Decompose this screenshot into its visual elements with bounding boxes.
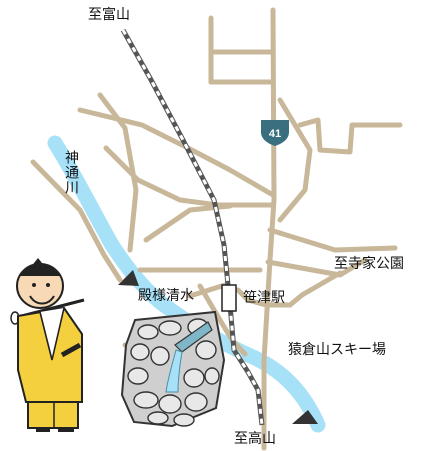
- samurai-illustration: [10, 258, 85, 432]
- stone-spring-illustration[interactable]: [120, 310, 226, 428]
- label-to-toyama: 至富山: [88, 7, 130, 23]
- label-jinzu-river: 神通川: [63, 150, 79, 195]
- label-sarukurayama-ski-area: 猿倉山スキー場: [288, 342, 386, 358]
- label-to-takayama: 至高山: [234, 431, 276, 447]
- label-tonosama-shimizu: 殿様清水: [138, 288, 194, 304]
- road-network: [30, 7, 403, 451]
- river-end-marker: [292, 410, 318, 424]
- jinzu-river: [47, 135, 326, 433]
- label-to-jikeji-park: 至寺家公園: [334, 256, 404, 272]
- station-box-icon[interactable]: [221, 284, 237, 312]
- label-sasazu-station: 笹津駅: [243, 290, 285, 306]
- route-41-shield-icon: 41: [261, 120, 289, 146]
- river-mouth-marker: [118, 270, 139, 286]
- railway-line: [120, 28, 265, 426]
- route-41-number: 41: [269, 128, 281, 140]
